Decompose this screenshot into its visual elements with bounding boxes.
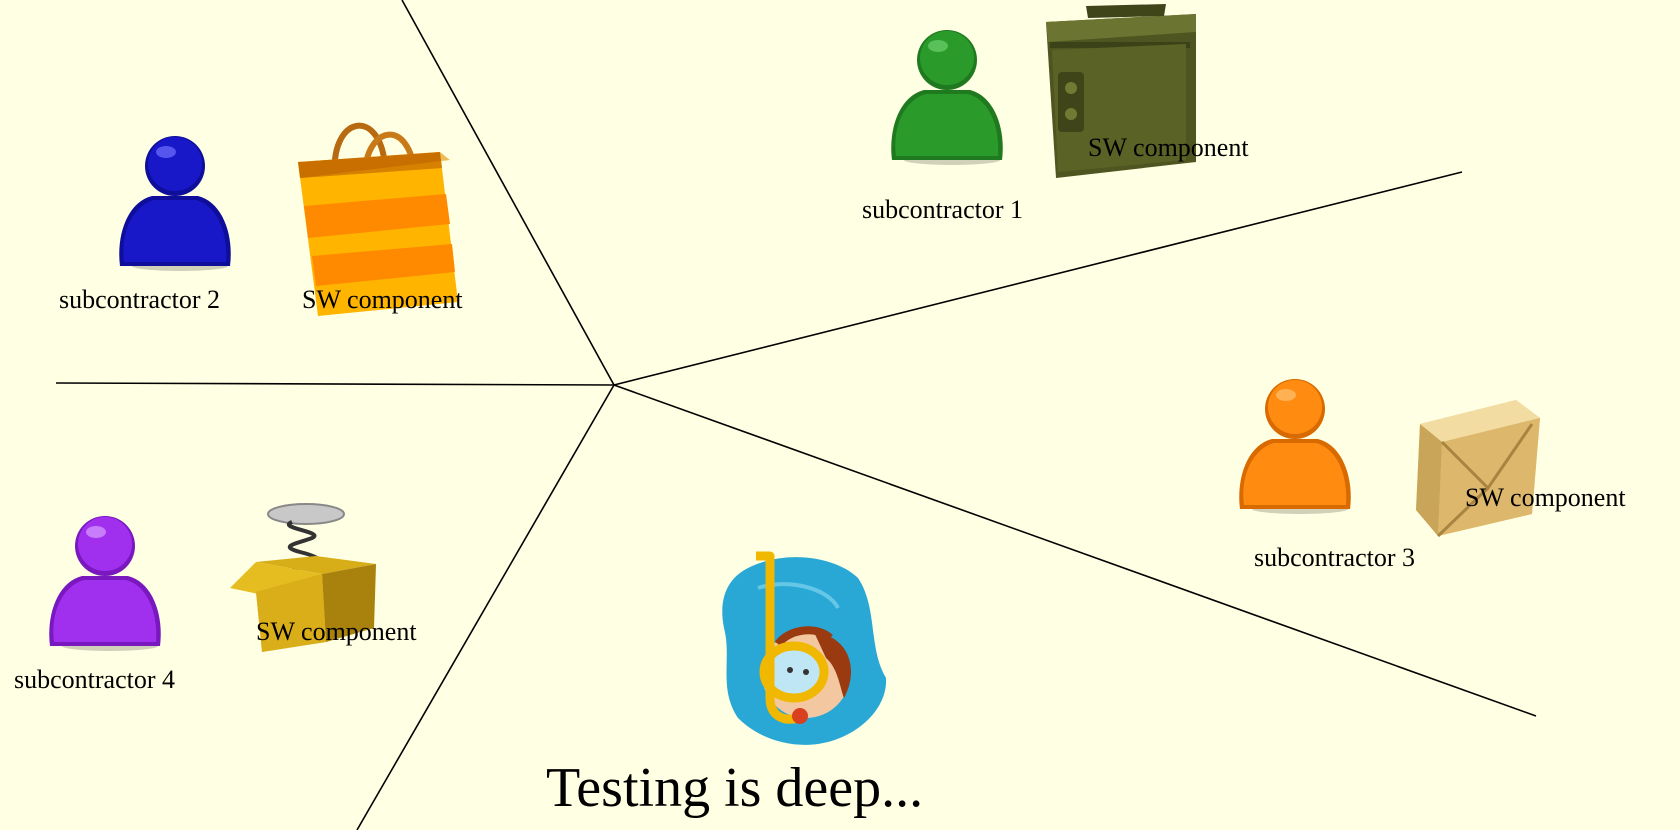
- component-label-subcontractor-3: SW component: [1465, 483, 1626, 512]
- component-label-subcontractor-2: SW component: [302, 285, 463, 314]
- divider-line-lower-left: [356, 384, 615, 830]
- ammo-can-icon: [1046, 4, 1196, 178]
- divider-line-upper-left: [401, 0, 615, 386]
- person-label-subcontractor-1: subcontractor 1: [862, 195, 1024, 224]
- person-icon-subcontractor-4: [49, 516, 161, 651]
- component-label-subcontractor-4: SW component: [256, 617, 417, 646]
- jack-in-the-box-icon: [230, 503, 376, 652]
- shopping-bag-icon: [298, 122, 458, 316]
- divider-line-left: [55, 382, 615, 386]
- divider-line-upper-right: [613, 171, 1463, 386]
- person-label-subcontractor-4: subcontractor 4: [14, 665, 176, 694]
- person-label-subcontractor-2: subcontractor 2: [59, 285, 221, 314]
- person-icon-subcontractor-2: [119, 136, 231, 271]
- person-label-subcontractor-3: subcontractor 3: [1254, 543, 1416, 572]
- page-title: Testing is deep...: [546, 757, 924, 819]
- cardboard-box-icon: [1416, 400, 1540, 538]
- divider-line-lower-right: [613, 384, 1537, 717]
- person-icon-subcontractor-1: [891, 30, 1003, 165]
- component-label-subcontractor-1: SW component: [1088, 133, 1249, 162]
- snorkel-diver-icon: [722, 551, 887, 745]
- person-icon-subcontractor-3: [1239, 379, 1351, 514]
